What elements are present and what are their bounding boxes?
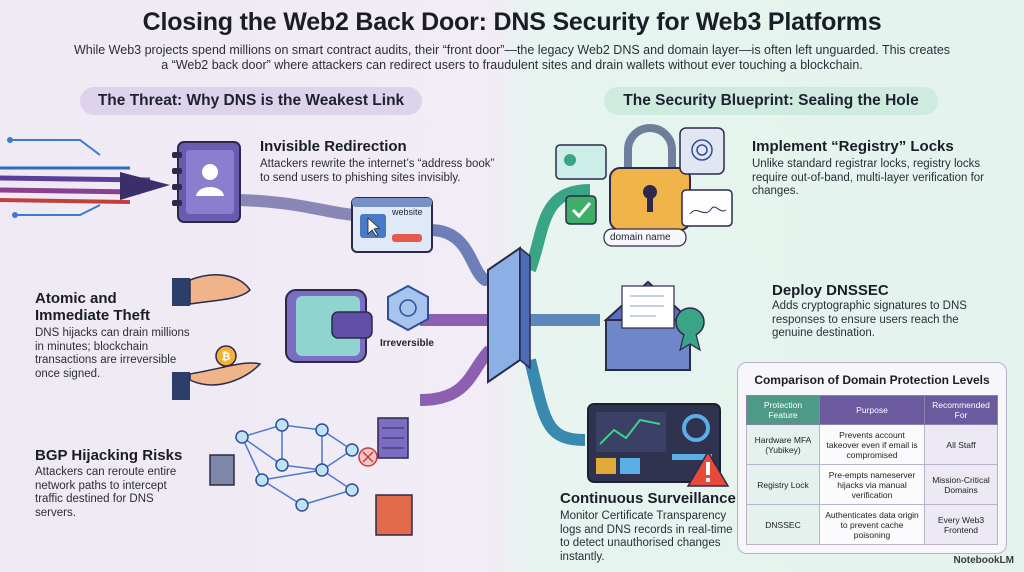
server-icon	[209, 417, 413, 536]
website-label: website	[392, 207, 423, 217]
id-card-icon	[555, 144, 607, 180]
table-cell: Hardware MFA (Yubikey)	[746, 424, 820, 465]
table-title: Comparison of Domain Protection Levels	[754, 373, 990, 387]
table-cell: Prevents account takeover even if email …	[819, 424, 925, 465]
seal-icon	[675, 307, 705, 352]
address-book-icon	[172, 141, 241, 223]
table-row: Registry Lock Pre-empts nameserver hijac…	[746, 464, 998, 505]
threat-item-title: Atomic and Immediate Theft	[35, 290, 151, 324]
blueprint-item-title: Deploy DNSSEC	[772, 282, 889, 299]
table-header: Recommended For	[924, 395, 998, 425]
table-header-row: Protection Feature Purpose Recommended F…	[746, 395, 998, 425]
table-cell: Authenticates data origin to prevent cac…	[819, 504, 925, 545]
table-row: DNSSEC Authenticates data origin to prev…	[746, 504, 998, 545]
table-header: Purpose	[819, 395, 925, 425]
table-header: Protection Feature	[746, 395, 820, 425]
intro-text: While Web3 projects spend millions on sm…	[73, 43, 951, 72]
comparison-table: Protection Feature Purpose Recommended F…	[746, 395, 998, 545]
monitor-dashboard-icon	[587, 403, 721, 483]
threat-arrow-icon	[0, 137, 170, 218]
blueprint-item-body: Adds cryptographic signatures to DNS res…	[772, 300, 967, 339]
table-cell: Pre-empts nameserver hijacks via manual …	[819, 464, 925, 505]
domain-name-tag	[603, 228, 687, 247]
blueprint-item-title: Implement “Registry” Locks	[752, 138, 954, 155]
comparison-table-card: Comparison of Domain Protection Levels P…	[737, 362, 1007, 554]
checkmark-icon	[565, 195, 597, 225]
page-title: Closing the Web2 Back Door: DNS Security…	[142, 8, 882, 36]
blueprint-item-body: Unlike standard registrar locks, registr…	[752, 158, 985, 197]
threat-section-header: The Threat: Why DNS is the Weakest Link	[80, 87, 422, 115]
network-node	[235, 418, 359, 512]
threat-item-body: DNS hijacks can drain millions in minute…	[35, 327, 190, 380]
irreversible-label: Irreversible	[380, 338, 434, 349]
threat-item-body: Attackers can reroute entire network pat…	[35, 466, 177, 519]
signature-icon	[681, 189, 733, 227]
svg-text:₿: ₿	[222, 351, 231, 363]
blueprint-item-body: Monitor Certificate Transparency logs an…	[560, 510, 733, 563]
threat-item-body: Attackers rewrite the internet’s “addres…	[260, 158, 495, 184]
table-cell: Every Web3 Frontend	[924, 504, 998, 545]
blueprint-item-title: Continuous Surveillance	[560, 490, 736, 507]
threat-item-title: BGP Hijacking Risks	[35, 447, 183, 464]
envelope-icon	[603, 280, 693, 371]
blueprint-section-header: The Security Blueprint: Sealing the Hole	[604, 87, 938, 115]
fingerprint-icon	[679, 127, 725, 175]
table-cell: Registry Lock	[746, 464, 820, 505]
network-graph-icon	[241, 424, 354, 506]
website-window-icon	[351, 197, 433, 253]
table-cell: Mission-Critical Domains	[924, 464, 998, 505]
table-cell: All Staff	[924, 424, 998, 465]
table-cell: DNSSEC	[746, 504, 820, 545]
gateway-icon	[487, 246, 531, 384]
domain-name-label: domain name	[610, 232, 671, 243]
warning-icon	[686, 450, 730, 487]
router-icon	[358, 447, 378, 467]
hand-icon	[172, 274, 262, 400]
watermark: NotebookLM	[953, 555, 1014, 566]
threat-item-title: Invisible Redirection	[260, 138, 407, 155]
padlock-icon	[609, 124, 691, 231]
table-row: Hardware MFA (Yubikey) Prevents account …	[746, 424, 998, 465]
wallet-icon	[285, 289, 373, 363]
blockchain-node-icon	[387, 284, 429, 332]
